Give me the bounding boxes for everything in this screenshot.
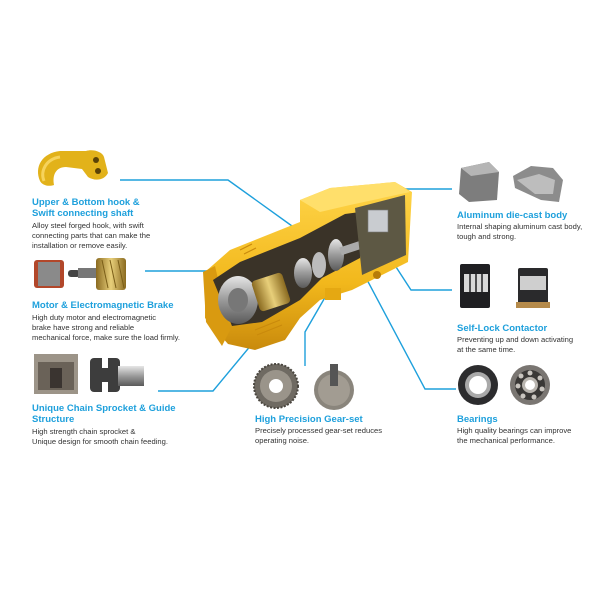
motor-images [34,258,126,290]
desc-line: operating noise. [255,436,310,445]
feature-bearings-text: Bearings High quality bearings can impro… [457,414,600,446]
bearing-images [458,365,550,405]
stator-image [34,260,64,288]
contactor-b-image [516,268,550,308]
shaft-gear-image [314,364,354,410]
title-line: Upper & Bottom hook & [32,197,140,208]
rotor-shaft-image [68,258,126,290]
aluminum-images [459,162,563,202]
desc-line: mechanical force, make sure the load fir… [32,333,180,342]
feature-gear-text: High Precision Gear-set Precisely proces… [255,414,435,446]
leader-hook [120,179,293,227]
feature-title: Unique Chain Sprocket & Guide Structure [32,403,232,425]
cast-body-image [513,166,563,202]
desc-line: brake have strong and reliable [32,323,135,332]
desc-line: Internal shaping aluminum cast body, [457,222,583,231]
desc-line: Unique design for smooth chain feeding. [32,437,168,446]
feature-title: Aluminum die-cast body [457,210,568,221]
contactor-a-image [460,264,490,308]
cast-cover-image [459,162,499,202]
feature-title: High Precision Gear-set [255,414,363,425]
sprocket-image [90,358,144,392]
leader-bearings [347,243,456,390]
feature-desc: Preventing up and down activating at the… [457,335,600,355]
contactor-images [460,264,550,308]
feature-desc: Internal shaping aluminum cast body, tou… [457,222,600,242]
feature-desc: High quality bearings can improve the me… [457,426,600,446]
feature-sprocket-text: Unique Chain Sprocket & Guide Structure … [32,403,232,447]
title-line: Unique Chain Sprocket & Guide [32,403,176,414]
desc-line: installation or remove easily. [32,241,128,250]
desc-line: Alloy steel forged hook, with swift [32,221,144,230]
feature-title: Self-Lock Contactor [457,323,548,334]
desc-line: High duty motor and electromagnetic [32,313,157,322]
ring-gear-image [253,363,299,409]
feature-desc: High strength chain sprocket & Unique de… [32,427,232,447]
title-line: Structure [32,414,75,425]
chain-guide-image [34,354,78,394]
feature-desc: Precisely processed gear-set reduces ope… [255,426,435,446]
feature-contactor-text: Self-Lock Contactor Preventing up and do… [457,323,600,355]
sealed-bearing-image [458,365,498,405]
desc-line: the mechanical performance. [457,436,555,445]
feature-title: Motor & Electromagnetic Brake [32,300,174,311]
title-line: Swift connecting shaft [32,208,134,219]
gear-images [253,363,354,410]
feature-title: Bearings [457,414,498,425]
feature-desc: Alloy steel forged hook, with swift conn… [32,221,222,251]
feature-desc: High duty motor and electromagnetic brak… [32,313,232,343]
feature-motor-text: Motor & Electromagnetic Brake High duty … [32,300,232,343]
desc-line: Precisely processed gear-set reduces [255,426,383,435]
desc-line: Preventing up and down activating [457,335,574,344]
desc-line: tough and strong. [457,232,517,241]
feature-hook-text: Upper & Bottom hook & Swift connecting s… [32,197,222,251]
open-bearing-image [510,365,550,405]
desc-line: High strength chain sprocket & [32,427,136,436]
desc-line: at the same time. [457,345,516,354]
desc-line: High quality bearings can improve [457,426,572,435]
feature-hook [30,145,220,195]
hook-image [38,150,108,186]
sprocket-images [34,354,144,394]
feature-title: Upper & Bottom hook & Swift connecting s… [32,197,222,219]
feature-aluminum-text: Aluminum die-cast body Internal shaping … [457,210,600,242]
desc-line: connecting parts that can make the [32,231,151,240]
